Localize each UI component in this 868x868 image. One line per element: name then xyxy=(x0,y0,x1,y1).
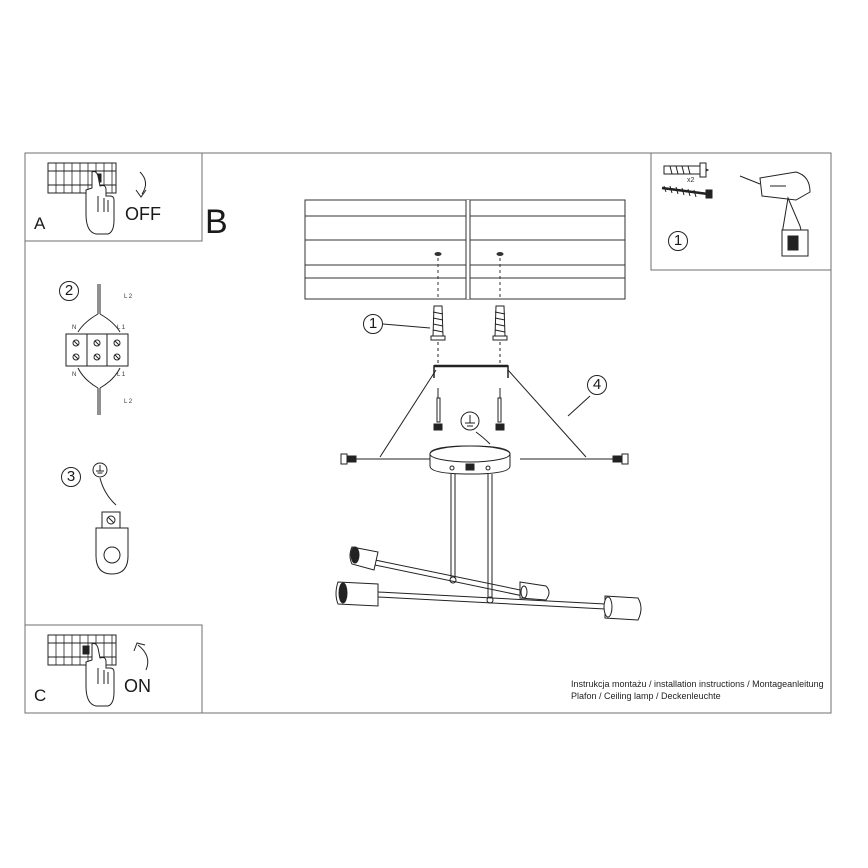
terminal-block-icon xyxy=(65,284,129,415)
canopy-ground-symbol-icon xyxy=(460,411,491,445)
arrow-up-icon xyxy=(133,642,149,671)
drill-icon xyxy=(739,171,811,257)
side-screw-right-icon xyxy=(592,453,629,465)
lamp-arm-upper xyxy=(349,546,550,601)
hand-off-icon xyxy=(85,171,115,235)
step-b-letter: B xyxy=(205,203,228,241)
leader-4 xyxy=(567,395,591,417)
wire-label-l1-bottom: L 1 xyxy=(117,372,126,378)
callout-4-screws: 4 xyxy=(587,375,607,395)
wire-label-n-bottom: N xyxy=(72,372,77,378)
breaker-panel-on-icon xyxy=(47,634,117,666)
side-screw-left-icon xyxy=(340,453,378,465)
outer-frame xyxy=(24,152,832,714)
screw-icon xyxy=(661,185,713,199)
lamp-arm-lower xyxy=(335,581,642,621)
wire-label-l2-top: L 2 xyxy=(124,294,133,300)
plug-quantity: x2 xyxy=(687,177,695,184)
bracket-leader-left xyxy=(379,369,437,458)
callout-2-wiring: 2 xyxy=(59,281,79,301)
footer-instructions: Instrukcja montażu / installation instru… xyxy=(571,679,824,689)
mounting-bracket xyxy=(433,342,509,378)
panel-c-frame xyxy=(24,624,203,714)
panel-a-frame xyxy=(24,152,203,242)
wall-plug-icon xyxy=(663,162,710,178)
callout-1-tools: 1 xyxy=(668,231,688,251)
leader-1 xyxy=(382,323,431,329)
on-label: ON xyxy=(124,676,151,696)
ground-symbol-icon xyxy=(92,462,108,478)
bracket-screw-left-icon xyxy=(433,388,443,431)
step-c-letter: C xyxy=(34,686,47,705)
wire-label-l2-bottom: L 2 xyxy=(124,399,133,405)
ground-clamp-icon xyxy=(95,511,129,575)
ground-lead-line xyxy=(99,477,117,506)
callout-3-ground: 3 xyxy=(61,467,81,487)
step-a-letter: A xyxy=(34,214,46,233)
footer-product: Plafon / Ceiling lamp / Deckenleuchte xyxy=(571,691,721,701)
wire-label-n-top: N xyxy=(72,325,77,331)
ceiling-panel xyxy=(304,199,626,300)
wall-plug-left-icon xyxy=(430,305,446,341)
bracket-screw-right-icon xyxy=(495,388,505,431)
bracket-leader-right xyxy=(507,369,587,458)
tools-panel-frame xyxy=(650,152,832,271)
arrow-down-icon xyxy=(135,171,147,198)
wall-plug-right-icon xyxy=(492,305,508,341)
callout-1-plugs: 1 xyxy=(363,314,383,334)
wire-label-l1-top: L 1 xyxy=(117,325,126,331)
off-label: OFF xyxy=(125,204,161,224)
lamp-stems xyxy=(449,474,494,604)
hand-on-icon xyxy=(85,643,115,707)
canopy xyxy=(429,445,511,475)
